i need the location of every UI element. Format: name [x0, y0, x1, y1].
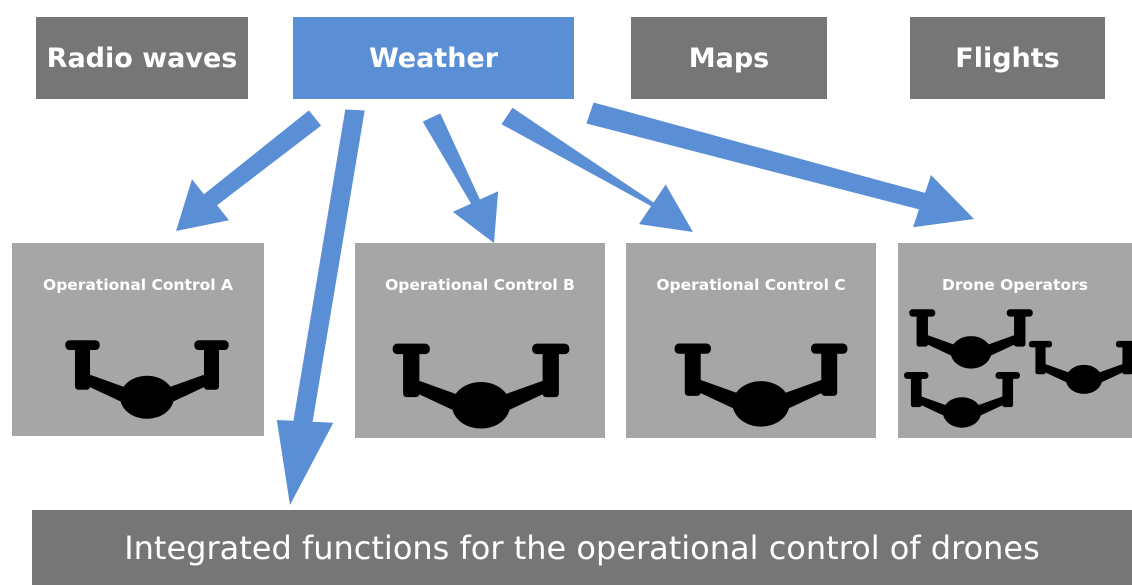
drone-icon [901, 369, 1023, 430]
drone-icon [61, 336, 233, 422]
source-flights: Flights [910, 17, 1105, 99]
source-maps: Maps [631, 17, 827, 99]
integrated-functions-bar: Integrated functions for the operational… [32, 510, 1132, 585]
operational-control-a: Operational Control A [12, 243, 264, 436]
operational-control-b: Operational Control B [355, 243, 605, 438]
drone-icon [906, 306, 1036, 371]
operational-control-c: Operational Control C [626, 243, 876, 438]
drone-icon [670, 339, 852, 430]
source-radio-waves: Radio waves [36, 17, 248, 99]
source-flights-label: Flights [955, 42, 1060, 74]
drone-operators: Drone Operators [898, 243, 1132, 438]
arrow-to-operational-control-c [501, 107, 693, 232]
operational-control-b-label: Operational Control B [385, 276, 575, 294]
arrow-to-operational-control-b [422, 113, 499, 244]
arrow-to-integrated-functions [276, 109, 365, 505]
arrow-to-drone-operators [586, 102, 974, 228]
arrow-to-operational-control-a [176, 110, 322, 231]
source-weather: Weather [293, 17, 574, 99]
drone-icon [1026, 338, 1132, 396]
source-maps-label: Maps [688, 42, 770, 74]
operational-control-a-label: Operational Control A [43, 276, 233, 294]
source-weather-label: Weather [368, 42, 499, 74]
source-radio-waves-label: Radio waves [46, 42, 238, 74]
drone-icon [388, 339, 574, 432]
integrated-functions-label: Integrated functions for the operational… [124, 528, 1040, 567]
drone-operators-label: Drone Operators [942, 276, 1088, 294]
operational-control-c-label: Operational Control C [656, 276, 846, 294]
